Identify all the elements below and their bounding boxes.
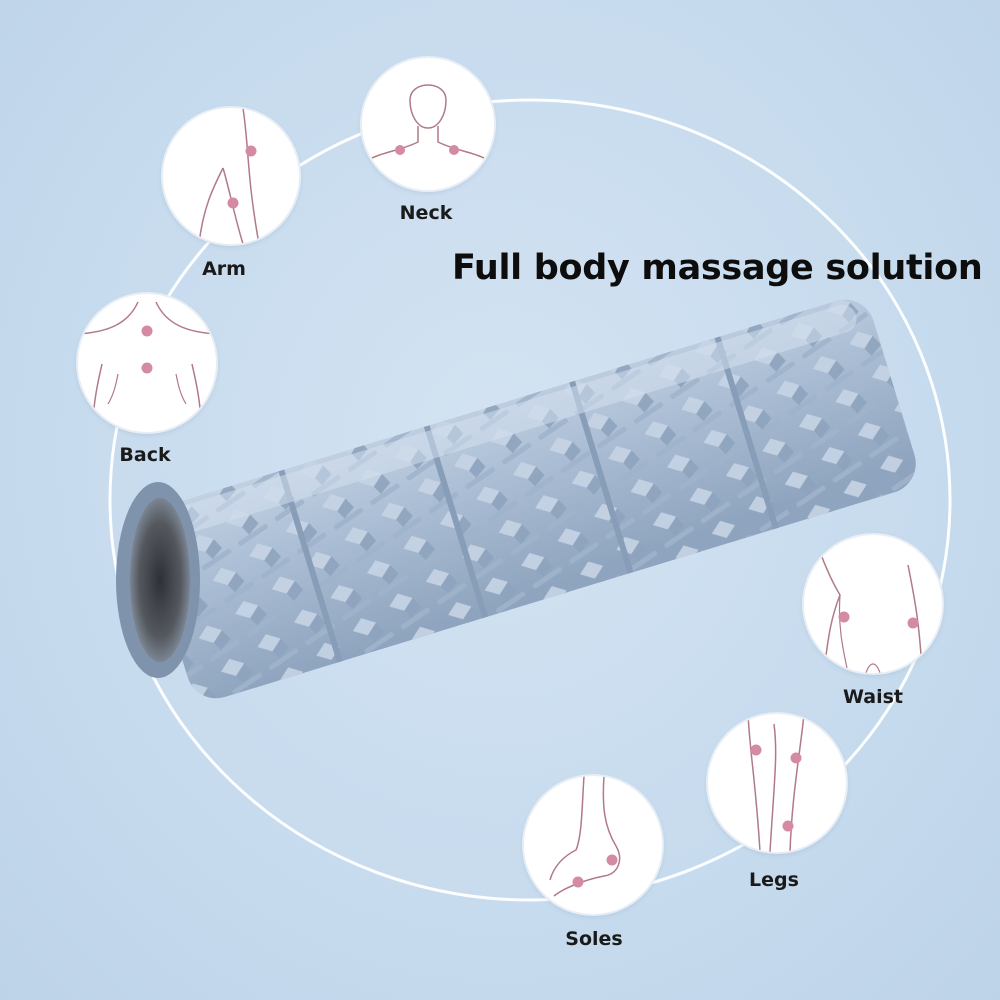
waist-illustration-icon (813, 535, 923, 673)
soles-illustration-icon (549, 776, 621, 897)
legs-illustration-icon (747, 714, 805, 852)
soles-label: Soles (565, 928, 623, 950)
neck-badge (362, 58, 494, 190)
waist-badge (804, 535, 942, 673)
neck-illustration-icon (371, 84, 485, 159)
legs-badge (708, 714, 846, 852)
back-badge (78, 294, 216, 432)
arm-illustration-icon (198, 108, 260, 244)
arm-label: Arm (202, 258, 246, 280)
waist-label: Waist (842, 686, 904, 708)
back-illustration-icon (78, 301, 216, 432)
arm-badge (163, 108, 299, 244)
legs-label: Legs (749, 869, 799, 891)
back-label: Back (119, 444, 171, 466)
soles-badge (524, 776, 662, 914)
neck-label: Neck (399, 202, 453, 224)
headline: Full body massage solution (452, 248, 983, 288)
